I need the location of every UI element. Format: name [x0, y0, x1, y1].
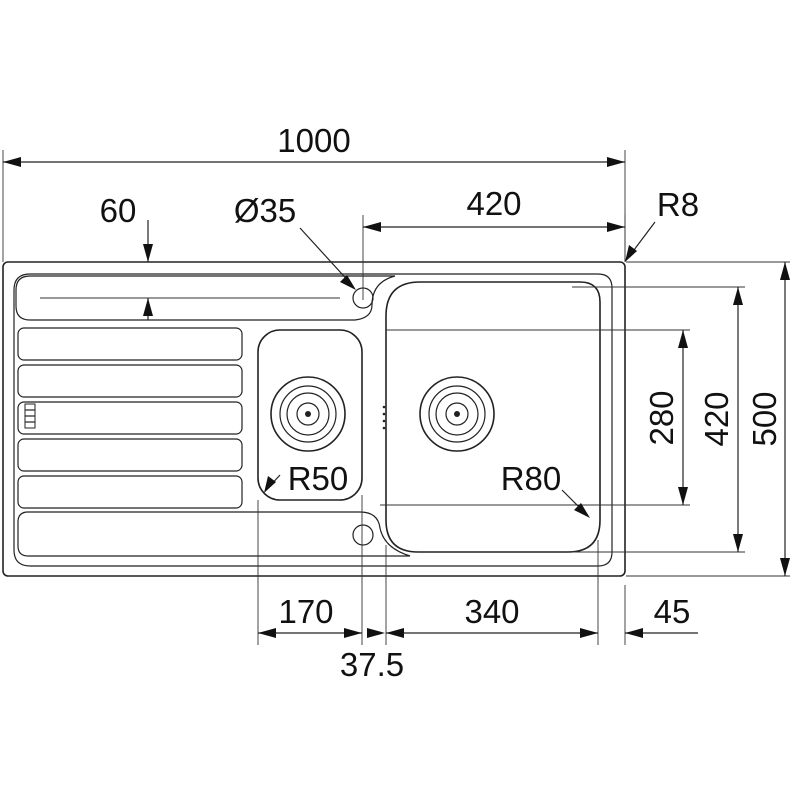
drainer-groove — [17, 438, 243, 472]
label-bowl-length: 280 — [643, 390, 680, 445]
label-edge-offset: 45 — [654, 593, 691, 630]
sink-body — [2, 261, 626, 577]
dim-large-bowl-width: 340 — [386, 593, 598, 638]
dim-tap-hole: Ø35 — [234, 192, 356, 290]
dim-bowl-length: 280 — [643, 330, 688, 505]
dim-large-bowl-offset: 420 — [363, 185, 625, 232]
tap-hole — [352, 524, 374, 546]
small-bowl — [257, 329, 363, 501]
label-overall-depth: 500 — [746, 391, 783, 446]
sink-inner-rim — [13, 273, 613, 567]
dim-drainer-offset: 60 — [100, 192, 153, 320]
label-drainer-offset: 60 — [100, 192, 137, 229]
dim-bowl-gap: 37.5 — [340, 628, 404, 683]
dim-edge-offset: 45 — [625, 593, 698, 638]
label-overall-width: 1000 — [277, 122, 350, 159]
drainer-rim — [15, 275, 396, 321]
tap-holes — [352, 287, 374, 546]
label-small-bowl-width: 170 — [278, 593, 333, 630]
label-bowl-width: 420 — [698, 391, 735, 446]
large-bowl — [385, 281, 601, 553]
sink-outer-edge — [2, 261, 626, 577]
label-large-bowl-width: 340 — [464, 593, 519, 630]
extension-lines — [2, 150, 790, 645]
label-bowl-gap: 37.5 — [340, 646, 404, 683]
label-tap-hole: Ø35 — [234, 192, 296, 229]
lower-drainer — [17, 511, 411, 557]
dim-small-bowl-width: 170 — [258, 593, 362, 638]
label-large-bowl-radius: R80 — [501, 460, 562, 497]
dim-corner-radius: R8 — [625, 186, 699, 262]
dim-bowl-width: 420 — [698, 287, 743, 552]
dim-overall-depth: 500 — [746, 262, 790, 576]
label-large-bowl-offset: 420 — [466, 185, 521, 222]
drainer-groove — [17, 475, 243, 509]
drainer-groove — [17, 401, 243, 435]
dim-overall-width: 1000 — [3, 122, 625, 167]
large-bowl-overflow — [382, 405, 386, 430]
large-bowl-drain — [419, 376, 495, 452]
label-corner-radius: R8 — [657, 186, 699, 223]
drainer-groove — [17, 364, 243, 398]
dim-small-bowl-radius: R50 — [264, 460, 348, 497]
label-small-bowl-radius: R50 — [288, 460, 349, 497]
drainer-grooves — [17, 327, 243, 509]
small-bowl-drain — [270, 376, 346, 452]
dim-large-bowl-radius: R80 — [501, 460, 590, 518]
drainer-groove — [17, 327, 243, 361]
